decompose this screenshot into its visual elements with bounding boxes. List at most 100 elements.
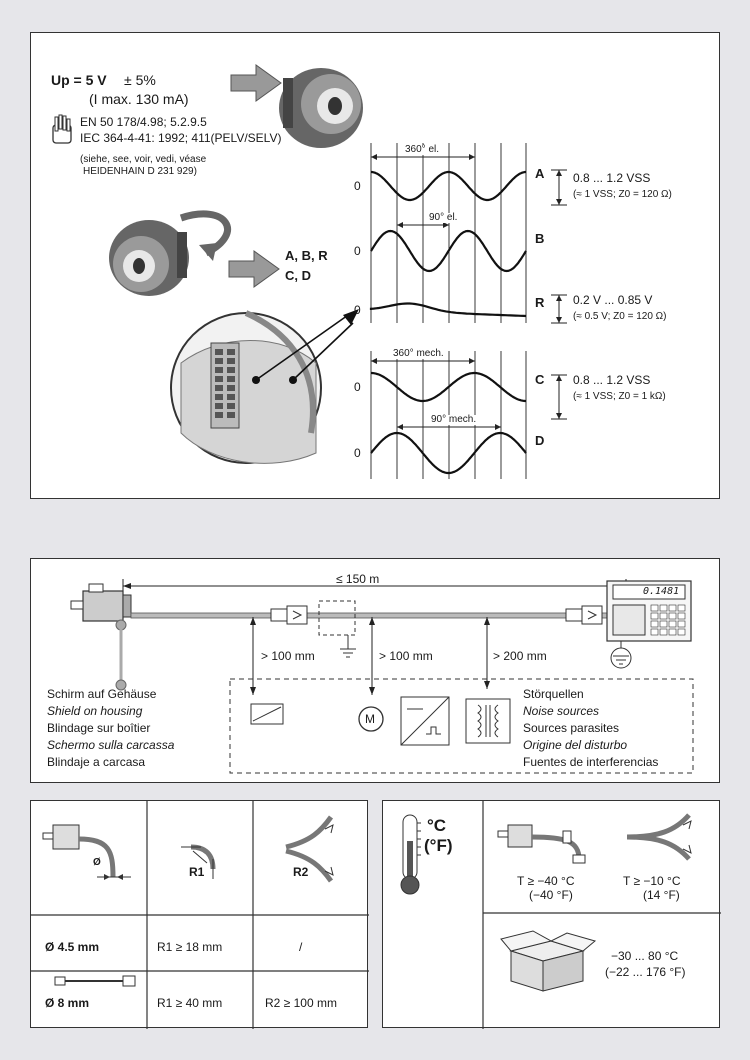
signal-panel: Up = 5 V ± 5% (I max. 130 mA) EN 50 178/… — [30, 32, 720, 499]
supply-imax: (I max. 130 mA) — [89, 91, 189, 107]
connector-detail-image — [170, 309, 359, 464]
storage-box-icon — [500, 930, 597, 992]
transformer-icon — [465, 698, 511, 744]
cd-amplitude: 0.8 ... 1.2 VSS — [573, 373, 651, 387]
arrow-right-icon — [230, 64, 282, 102]
thermometer-icon — [400, 814, 421, 895]
r2-symbol: R2 — [293, 865, 309, 879]
signal-a-wave — [371, 170, 526, 202]
motor-icon — [358, 706, 384, 732]
r2-min-4-5: / — [299, 940, 303, 954]
el-phase-label: 90° el. — [429, 212, 458, 223]
display-readout: 0.1481 — [643, 586, 680, 597]
bend-radius-r1-icon — [181, 844, 216, 879]
flexing-cable-icon — [626, 813, 692, 861]
shield-en: Shield on housing — [47, 704, 143, 718]
relay-icon — [250, 703, 284, 725]
ab-impedance: (≈ 1 VSS; Z0 = 120 Ω) — [573, 189, 672, 200]
reference-note: (siehe, see, voir, vedi, véase — [80, 154, 207, 165]
cable-connector-right-icon — [565, 605, 603, 625]
encoder-image-rotate — [109, 220, 189, 296]
noise-it: Origine del disturbo — [523, 738, 628, 752]
max-cable-length: ≤ 150 m — [336, 572, 380, 586]
cable-connector-left-icon — [270, 605, 308, 625]
channel-d-label: D — [535, 433, 545, 448]
r1-symbol: R1 — [189, 865, 205, 879]
signal-d-wave — [370, 431, 527, 475]
fixed-cable-icon — [497, 824, 586, 864]
r1-min-8: R1 ≥ 40 mm — [157, 996, 223, 1010]
standard-en: EN 50 178/4.98; 5.2.9.5 — [80, 115, 207, 129]
inverter-icon — [400, 696, 450, 746]
noise-fr: Sources parasites — [523, 721, 620, 735]
r2-min-8: R2 ≥ 100 mm — [265, 996, 337, 1010]
cable-panel: ≤ 150 m 0.1481 > 100 mm > 100 mm > 200 m… — [30, 558, 720, 783]
bend-radius-r2-icon — [285, 815, 334, 883]
signal-b-wave — [370, 229, 527, 273]
flex-temp-f: (14 °F) — [643, 888, 680, 902]
r1-min-4-5: R1 ≥ 18 mm — [157, 940, 223, 954]
ab-amplitude: 0.8 ... 1.2 VSS — [573, 171, 651, 185]
shield-es: Blindaje a carcasa — [47, 755, 146, 769]
fixed-temp-c: T ≥ −40 °C — [517, 874, 575, 888]
rotate-arrow-icon — [179, 210, 231, 257]
earth-ground-icon — [610, 647, 632, 669]
temperature-graphics — [400, 801, 721, 1029]
el-period-label: 360° el. — [405, 144, 440, 155]
mech-period-label: 360° mech. — [393, 348, 444, 359]
channel-b-label: B — [535, 231, 545, 246]
supply-voltage-label: Up = 5 V — [51, 72, 107, 88]
temperature-table: °C (°F) T ≥ −40 °C (−40 °F) T ≥ −10 °C (… — [382, 800, 721, 1029]
r-impedance: (≈ 0.5 V; Z0 = 120 Ω) — [573, 311, 667, 322]
bending-radius-table: Ø R1 R2 Ø 4.5 mm R1 ≥ 18 mm / Ø 8 mm R1 … — [30, 800, 369, 1029]
shield-fr: Blindage sur boîtier — [47, 721, 151, 735]
r-amplitude: 0.2 V ... 0.85 V — [573, 293, 653, 307]
distance-transformer: > 200 mm — [493, 649, 547, 663]
channel-a-label: A — [535, 166, 545, 181]
channel-r-label: R — [535, 295, 545, 310]
reference-document: HEIDENHAIN D 231 929) — [83, 166, 197, 177]
bending-table-grid — [31, 801, 369, 1029]
storage-temp-f: (−22 ... 176 °F) — [605, 965, 686, 979]
zero-level-a: 0 — [354, 179, 361, 193]
shield-it: Schermo sulla carcassa — [47, 738, 175, 752]
signal-graphics — [52, 64, 567, 479]
outputs-abr: A, B, R — [285, 248, 328, 263]
arrow-right-icon — [228, 250, 280, 288]
outputs-cd: C, D — [285, 268, 311, 283]
zero-level-c: 0 — [354, 380, 361, 394]
unit-fahrenheit: (°F) — [424, 836, 453, 855]
mech-phase-label: 90° mech. — [431, 414, 477, 425]
diameter-symbol: Ø — [93, 857, 101, 868]
cable-graphics — [70, 579, 694, 774]
encoder-cable-diameter-icon — [42, 824, 131, 880]
hand-warning-icon — [52, 114, 72, 144]
distance-motor: > 100 mm — [379, 649, 433, 663]
cd-impedance: (≈ 1 VSS; Z0 = 1 kΩ) — [573, 391, 666, 402]
flex-temp-c: T ≥ −10 °C — [623, 874, 681, 888]
supply-tolerance: ± 5% — [124, 72, 156, 88]
channel-c-label: C — [535, 372, 545, 387]
ground-icon — [340, 648, 356, 658]
shield-de: Schirm auf Gehäuse — [47, 687, 157, 701]
noise-en: Noise sources — [523, 704, 600, 718]
encoder-image-top — [279, 68, 363, 148]
standard-iec: IEC 364-4-41: 1992; 411(PELV/SELV) — [80, 131, 282, 145]
encoder-side-icon — [70, 583, 132, 622]
storage-temp-c: −30 ... 80 °C — [611, 949, 679, 963]
signal-r-wave — [369, 302, 527, 318]
zero-level-d: 0 — [354, 446, 361, 460]
noise-es: Fuentes de interferencias — [523, 755, 659, 769]
fixed-temp-f: (−40 °F) — [529, 888, 573, 902]
zero-level-r: 0 — [354, 303, 361, 317]
diameter-4-5: Ø 4.5 mm — [45, 940, 100, 954]
cable-8mm-icon — [54, 975, 136, 987]
unit-celsius: °C — [427, 816, 447, 835]
diameter-8: Ø 8 mm — [45, 996, 90, 1010]
motor-label: M — [365, 712, 375, 726]
noise-de: Störquellen — [523, 687, 584, 701]
signal-c-wave — [371, 371, 526, 403]
display-unit-icon — [606, 580, 692, 642]
zero-level-b: 0 — [354, 244, 361, 258]
distance-relay: > 100 mm — [261, 649, 315, 663]
